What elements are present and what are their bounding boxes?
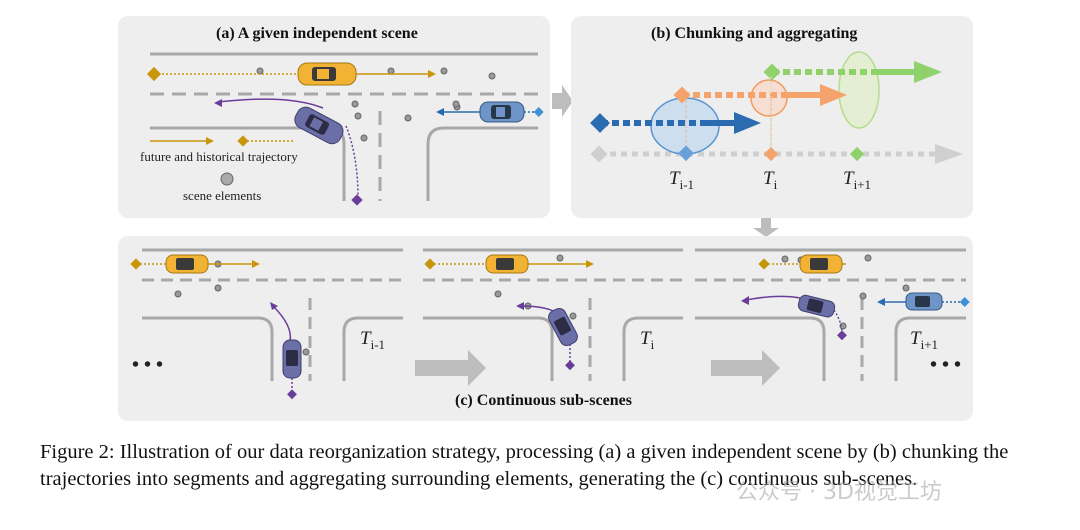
watermark: 公众号 · 3D视觉工坊 (736, 480, 942, 505)
panel-b: (b) Chunking and aggregating (571, 16, 973, 218)
ellipsis-right: • • • (930, 354, 962, 376)
t-cur-label: Ti (763, 168, 778, 192)
panel-a: (a) A given independent scene (118, 16, 550, 218)
purple-car (294, 106, 344, 145)
figure-caption: Figure 2: Illustration of our data reorg… (40, 441, 1009, 490)
scene-a-drawing (146, 52, 544, 206)
panel-c-title: (c) Continuous sub-scenes (455, 392, 632, 409)
yellow-car (297, 62, 357, 86)
sub-scene-1 (130, 248, 403, 400)
legend-dot (220, 172, 234, 186)
scene-element-dots (256, 67, 496, 142)
t-next-label: Ti+1 (843, 168, 872, 192)
panel-b-title: (b) Chunking and aggregating (651, 25, 858, 42)
panel-c: Ti-1 Ti Ti+1 • • • • • • (c) Continuous … (118, 236, 973, 421)
sub-scene-2 (423, 248, 683, 381)
blue-car (479, 101, 525, 123)
panel-a-title: (a) A given independent scene (216, 25, 418, 42)
legend-trajectory-label: future and historical trajectory (140, 149, 298, 164)
sub-scene-3 (695, 248, 970, 381)
sub-scene-3-time: Ti+1 (910, 328, 939, 352)
chunking-drawing (590, 51, 963, 164)
legend-elements-label: scene elements (183, 188, 262, 203)
t-prev-label: Ti-1 (669, 168, 695, 192)
sub-scene-1-time: Ti-1 (360, 328, 386, 352)
sub-scene-2-time: Ti (640, 328, 655, 352)
sub-scenes-drawing (130, 248, 970, 400)
ellipsis-left: • • • (132, 354, 164, 376)
